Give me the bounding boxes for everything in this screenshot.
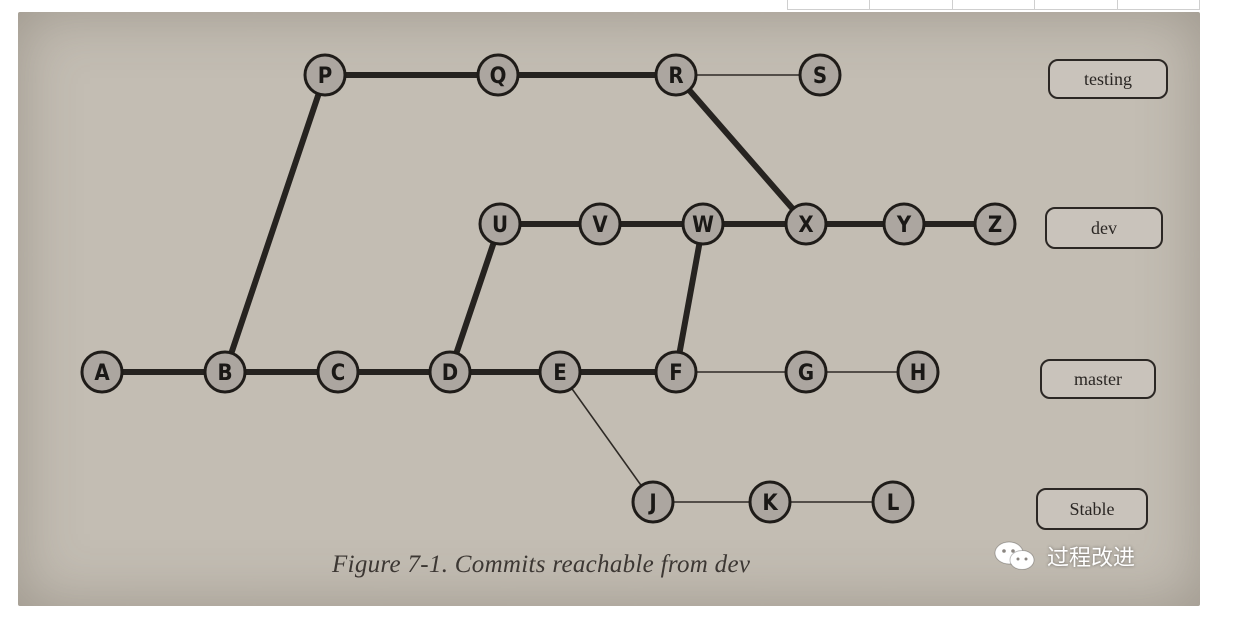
branch-master: master (1040, 359, 1156, 399)
commit-label: W (692, 213, 714, 238)
commit-J: J (631, 480, 675, 524)
figure-caption: Figure 7-1. Commits reachable from dev (332, 551, 751, 578)
commit-label: E (553, 361, 567, 386)
commit-X: X (784, 202, 828, 246)
commit-Z: Z (973, 202, 1017, 246)
commit-E: E (538, 350, 582, 394)
commit-label: L (887, 491, 900, 516)
commit-label: Q (490, 64, 507, 89)
commit-label: U (492, 213, 508, 238)
commit-label: C (331, 361, 346, 386)
diagram-photo (18, 12, 1200, 606)
branch-label-testing: testing (1084, 69, 1132, 89)
commit-label: S (813, 64, 827, 89)
branch-stable: Stable (1036, 488, 1148, 530)
commit-label: P (318, 64, 333, 89)
edge-D-U (447, 221, 503, 375)
commit-label: G (798, 361, 814, 386)
commit-label: R (668, 64, 683, 89)
watermark-text: 过程改进 (1047, 546, 1136, 571)
branch-dev: dev (1045, 207, 1163, 249)
commit-label: A (94, 361, 110, 386)
commit-label: F (669, 361, 683, 386)
reachable-edges (99, 72, 998, 375)
unreachable-edges (559, 74, 918, 503)
commit-label: K (762, 491, 778, 516)
edge-E-J (559, 371, 654, 503)
commit-W: W (681, 202, 725, 246)
commit-label: J (647, 491, 656, 516)
commit-R: R (654, 53, 698, 97)
commit-C: C (316, 350, 360, 394)
commit-label: B (217, 361, 232, 386)
commit-Y: Y (882, 202, 926, 246)
commit-F: F (654, 350, 698, 394)
branch-label-master: master (1074, 369, 1122, 389)
commit-L: L (871, 480, 915, 524)
commit-S: S (798, 53, 842, 97)
commit-K: K (748, 480, 792, 524)
edge-B-P (222, 72, 328, 375)
commit-A: A (80, 350, 124, 394)
commit-B: B (203, 350, 247, 394)
commit-U: U (478, 202, 522, 246)
commit-label: V (592, 213, 608, 238)
commit-label: D (442, 361, 458, 386)
commit-D: D (428, 350, 472, 394)
commit-label: H (910, 361, 927, 386)
commit-G: G (784, 350, 828, 394)
commit-label: Y (896, 213, 912, 238)
table-fragment (787, 0, 1200, 10)
commit-P: P (303, 53, 347, 97)
branch-label-dev: dev (1091, 218, 1117, 238)
edge-F-W (673, 221, 706, 375)
watermark: 过程改进 (993, 539, 1135, 573)
edge-R-X (673, 72, 809, 227)
commit-V: V (578, 202, 622, 246)
branch-label-stable: Stable (1070, 499, 1115, 519)
commit-Q: Q (476, 53, 520, 97)
commit-label: X (798, 213, 813, 238)
wechat-icon (994, 541, 1035, 570)
branch-testing: testing (1048, 59, 1168, 99)
commit-label: Z (988, 213, 1002, 238)
commit-H: H (896, 350, 940, 394)
